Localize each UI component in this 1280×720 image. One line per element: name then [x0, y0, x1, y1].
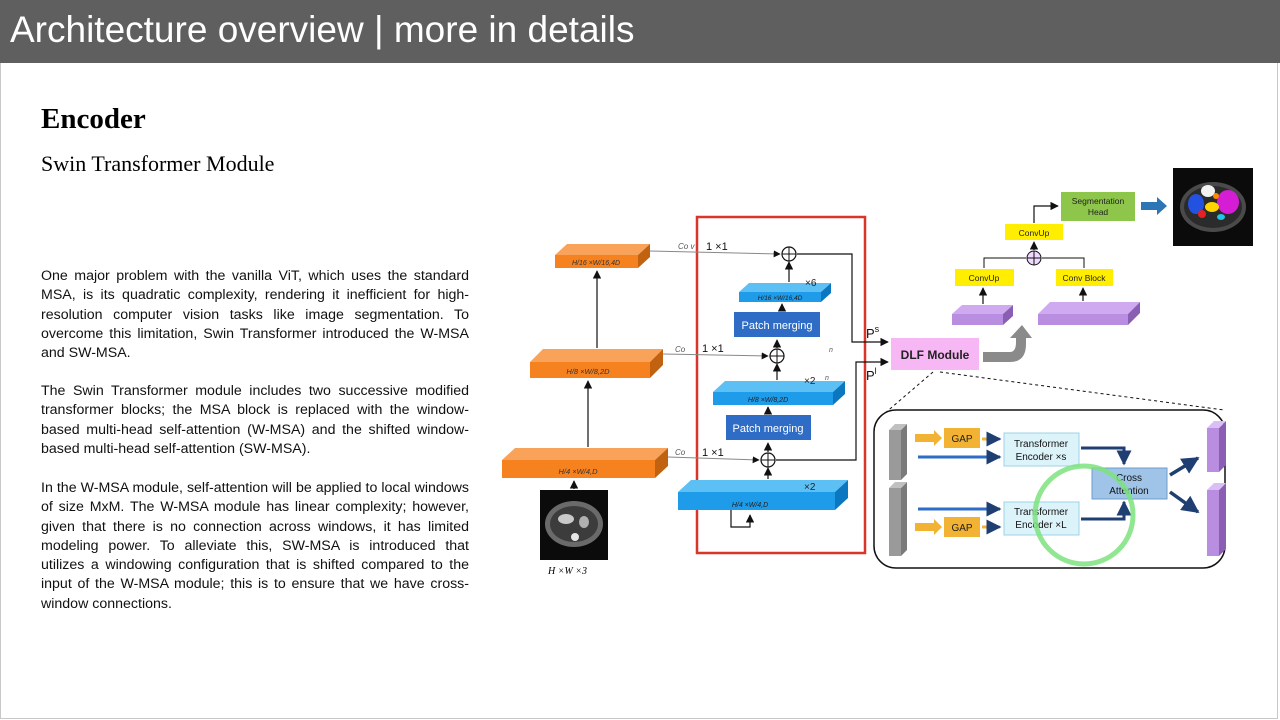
- paragraph-vit-problem: One major problem with the vanilla ViT, …: [41, 268, 469, 362]
- arrow-cross-out-top: [1169, 456, 1200, 477]
- decoder-sum-node: [1026, 250, 1042, 266]
- sum-node-3: [781, 246, 797, 262]
- segmentation-head-line2: Head: [1088, 207, 1109, 217]
- ps-label: Ps: [866, 324, 880, 341]
- dlf-module-box: [891, 338, 979, 370]
- orange-block-1: [502, 448, 668, 478]
- conv-block-label: Conv Block: [1063, 273, 1107, 283]
- paragraph-wmsa: In the W-MSA module, self-attention will…: [41, 480, 469, 612]
- decoder-block-right: [1038, 302, 1140, 325]
- arrow-loop-bottom: [730, 510, 755, 528]
- section-heading: Encoder: [41, 103, 146, 135]
- transformer-encoder-l-box: [1003, 501, 1080, 536]
- n-label-1: n: [825, 375, 829, 382]
- sum-node-2: [769, 348, 785, 364]
- conv-label-3: Co v: [678, 242, 695, 251]
- orange-block-3-label: H/16 ×W/16,4D: [572, 260, 620, 267]
- gap-arrow-bottom: [915, 519, 942, 535]
- input-ct-image: [540, 490, 608, 560]
- orange-block-2: [530, 349, 663, 378]
- segmentation-head-line1: Segmentation: [1072, 196, 1125, 206]
- segmentation-head-box: [1061, 192, 1135, 221]
- convup-top-label: ConvUp: [1019, 228, 1050, 238]
- blue-block-1: [678, 480, 848, 510]
- n-label-2: n: [829, 347, 833, 354]
- conv-kernel-label-3: 1 ×1: [706, 241, 728, 253]
- orange-block-2-label: H/8 ×W/8,2D: [566, 367, 610, 376]
- conv-kernel-label-2: 1 ×1: [702, 343, 724, 355]
- gap-box-bottom: [944, 517, 980, 537]
- blue-block-2: [713, 381, 845, 405]
- patch-merging-2: [734, 312, 820, 337]
- dlf-module-label: DLF Module: [901, 348, 970, 362]
- architecture-diagram: H ×W ×3 H/4 ×W/4,D H/8 ×W/8,2D H/16 ×W/1…: [502, 168, 1253, 577]
- paragraph-swin-module: The Swin Transformer module includes two…: [41, 383, 469, 457]
- patch-merging-1-label: Patch merging: [733, 423, 804, 435]
- input-size-label: H ×W ×3: [547, 566, 587, 577]
- blue-block-3-multiplier: ×6: [805, 278, 817, 289]
- patch-merging-1: [726, 415, 811, 440]
- line-convup-sum: [983, 257, 1026, 268]
- transformer-encoder-s-line1: Transformer: [1014, 439, 1069, 450]
- output-arrow: [1141, 197, 1167, 215]
- arrow-convup-seghead: [1033, 201, 1059, 223]
- conv-connection-1: [667, 456, 760, 464]
- orange-block-3: [555, 244, 650, 268]
- line-convblock-sum: [1042, 257, 1085, 268]
- conv-connection-3: [649, 250, 781, 258]
- convup-left-box: [955, 269, 1014, 286]
- purple-output-bottom: [1207, 483, 1226, 556]
- conv-connection-2: [662, 352, 769, 360]
- sum-node-1: [760, 452, 776, 468]
- gray-input-bar-bottom: [889, 482, 907, 556]
- blue-block-3-label: H/16 ×W/16,4D: [758, 295, 803, 302]
- transformer-encoder-l-line1: Transformer: [1014, 507, 1069, 518]
- ps-path: [797, 253, 889, 347]
- output-segmentation-image: [1173, 168, 1253, 246]
- pl-path: [776, 357, 889, 461]
- orange-block-1-label: H/4 ×W/4,D: [559, 467, 599, 476]
- transformer-encoder-l-line2: Encoder ×L: [1015, 520, 1067, 531]
- gap-label-top: GAP: [951, 434, 972, 445]
- transformer-encoder-s-box: [1003, 432, 1080, 467]
- arrow-te-s-cross: [1081, 446, 1132, 466]
- conv-label-1: Co: [675, 448, 686, 457]
- blue-block-2-multiplier: ×2: [804, 376, 816, 387]
- zoom-line-right: [939, 371, 1225, 411]
- slide-title: Architecture overview | more in details: [10, 9, 635, 50]
- purple-output-top: [1207, 421, 1226, 472]
- gap-label-bottom: GAP: [951, 523, 972, 534]
- cross-attention-line1: Cross: [1116, 473, 1142, 484]
- pl-label: Pl: [866, 366, 877, 383]
- blue-block-3: [739, 283, 831, 302]
- patch-merging-2-label: Patch merging: [742, 320, 813, 332]
- section-subheading: Swin Transformer Module: [41, 151, 275, 176]
- conv-kernel-label-1: 1 ×1: [702, 447, 724, 459]
- convup-left-label: ConvUp: [969, 273, 1000, 283]
- blue-block-1-multiplier: ×2: [804, 482, 816, 493]
- transformer-encoder-s-line2: Encoder ×s: [1016, 452, 1067, 463]
- conv-block-box: [1056, 269, 1113, 286]
- blue-block-1-label: H/4 ×W/4,D: [732, 502, 768, 509]
- blue-block-2-label: H/8 ×W/8,2D: [748, 397, 788, 404]
- gray-input-bar-top: [889, 424, 907, 480]
- arrow-te-l-cross: [1081, 500, 1132, 521]
- dlf-output-arrow: [983, 325, 1032, 362]
- swin-module-frame: [695, 215, 867, 555]
- gap-arrow-top: [915, 430, 942, 446]
- gap-box-top: [944, 428, 980, 448]
- arrow-cross-out-bottom: [1168, 490, 1200, 514]
- convup-top-box: [1005, 224, 1063, 240]
- title-bar: Architecture overview | more in details: [0, 0, 1280, 63]
- decoder-block-left: [952, 305, 1013, 325]
- highlight-circle: [1032, 463, 1136, 567]
- zoom-line-left: [883, 371, 934, 415]
- conv-label-2: Co: [675, 345, 686, 354]
